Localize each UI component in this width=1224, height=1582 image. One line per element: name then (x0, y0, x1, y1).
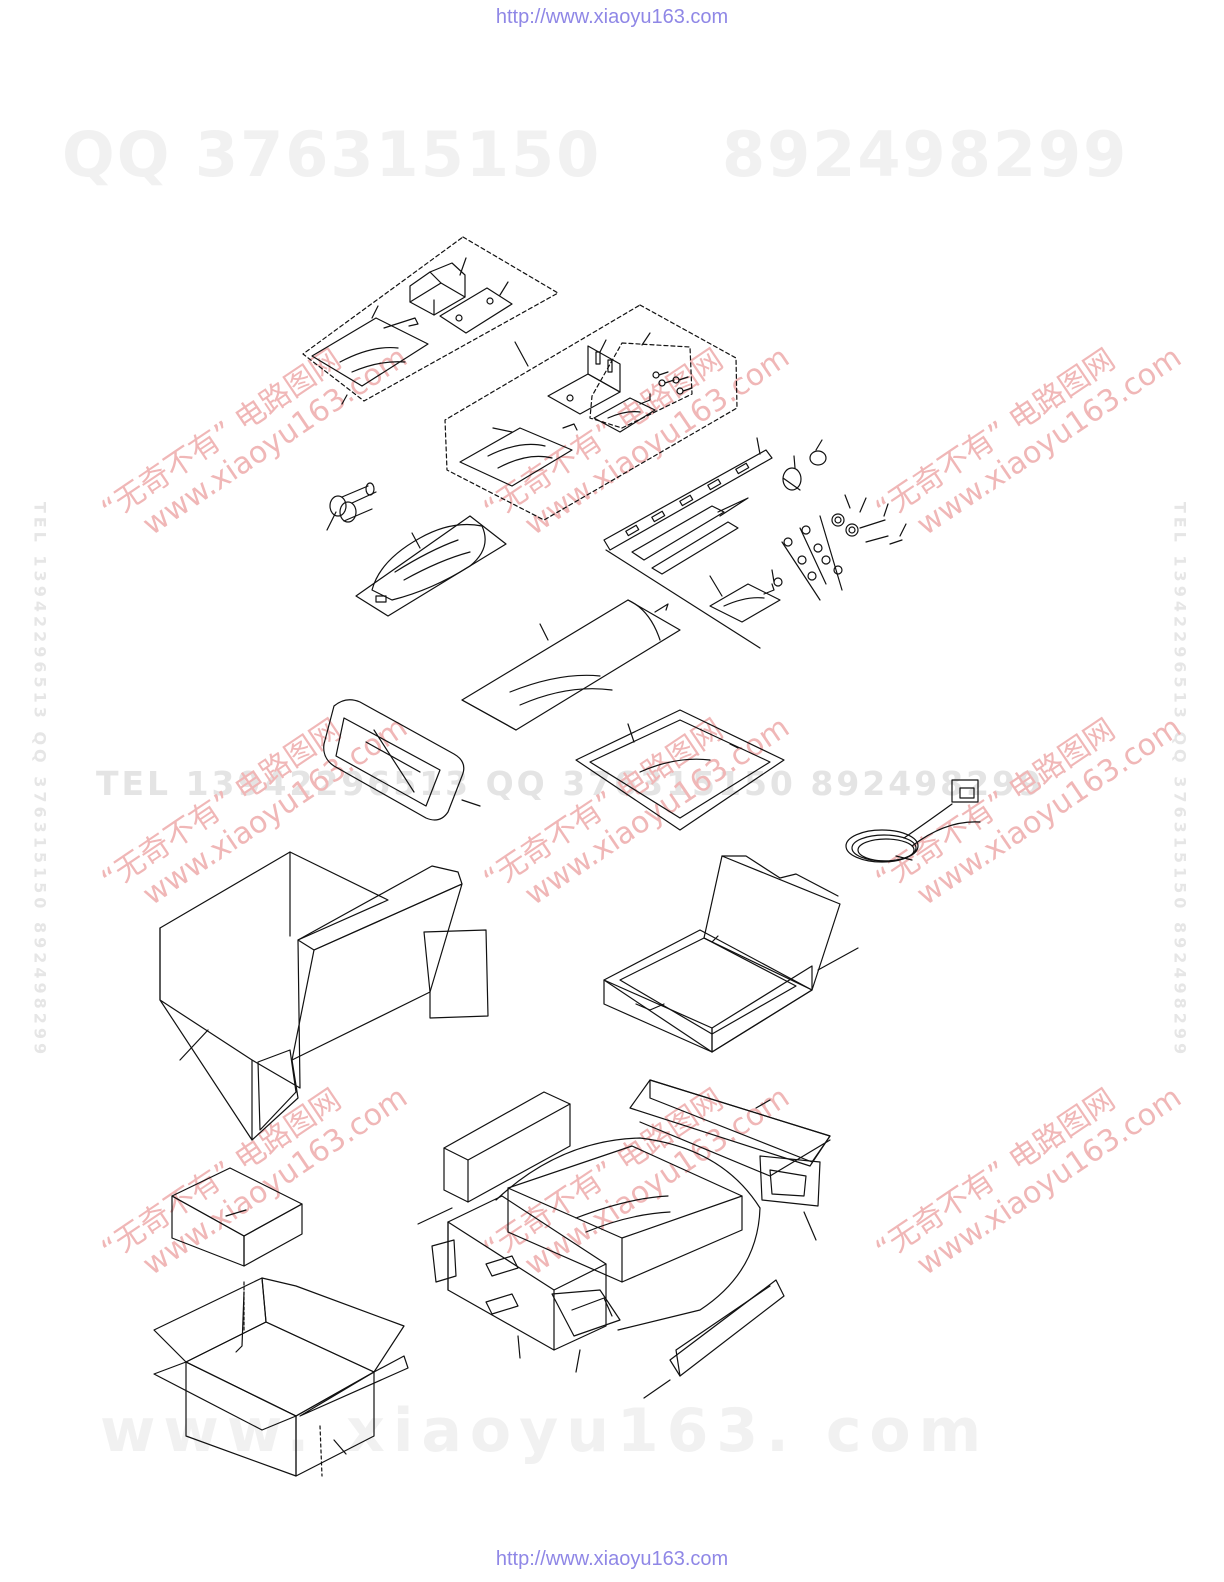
watermark-qq-right: 892498299 (722, 118, 1129, 191)
bracket-bag (460, 428, 572, 486)
small-screws (653, 372, 692, 394)
warranty-bag (576, 710, 784, 830)
parts-bag (312, 318, 428, 386)
bushing-and-ring (783, 440, 826, 490)
foam-cushions (418, 1080, 830, 1398)
batteries (327, 483, 376, 530)
plate-part (440, 288, 512, 333)
screw-bag (594, 398, 655, 432)
main-unit (496, 1138, 760, 1330)
watermark-tel-line: TEL 13942296513 QQ 376315150 892498299 (96, 764, 1045, 803)
watermark-qq-left: QQ 376315150 (62, 118, 602, 191)
bracket-kit-bag (303, 237, 558, 404)
accessory-tray-box (604, 856, 858, 1052)
bracket-part (410, 263, 465, 315)
footer-url-link[interactable]: http://www.xiaoyu163.com (495, 1548, 729, 1570)
inner-box (432, 1196, 620, 1372)
bracket-kit-bag-2 (445, 305, 737, 520)
mounting-strap (604, 438, 772, 648)
panel-case (324, 700, 480, 820)
screw-bag-small (710, 576, 780, 622)
screw-set (772, 495, 906, 600)
remote-control-bag (356, 516, 506, 616)
display-carton (160, 852, 488, 1140)
manual-bag (462, 600, 680, 730)
angle-bracket (548, 346, 620, 414)
watermark-site-bottom: www. xiaoyu163. com (100, 1396, 990, 1466)
header-url-link[interactable]: http://www.xiaoyu163.com (495, 6, 729, 28)
small-box (172, 1168, 302, 1266)
power-cord (846, 780, 980, 862)
outer-carton (154, 1278, 408, 1476)
